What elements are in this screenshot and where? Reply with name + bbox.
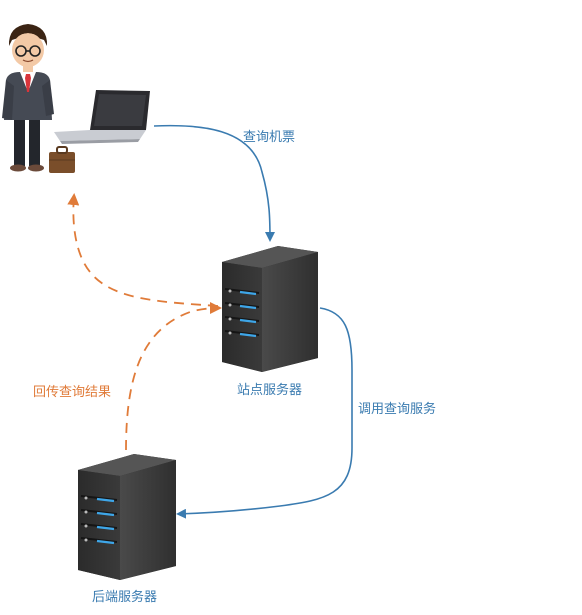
edge-return-backend-to-site xyxy=(125,302,222,451)
laptop-icon xyxy=(54,90,150,144)
edge-call-query-service xyxy=(176,307,353,519)
node-label-backend-server: 后端服务器 xyxy=(92,590,158,605)
edge-query-tickets xyxy=(153,124,275,242)
edge-label-return-results: 回传查询结果 xyxy=(33,385,112,400)
site-server-icon xyxy=(222,246,318,372)
briefcase-icon xyxy=(49,146,75,173)
backend-server-icon xyxy=(78,454,176,580)
edge-label-call-query-service: 调用查询服务 xyxy=(358,402,437,417)
businessman-icon xyxy=(2,24,54,172)
edge-label-query-tickets: 查询机票 xyxy=(243,130,296,145)
edge-return-site-to-user xyxy=(67,193,219,307)
node-label-site-server: 站点服务器 xyxy=(237,383,303,398)
